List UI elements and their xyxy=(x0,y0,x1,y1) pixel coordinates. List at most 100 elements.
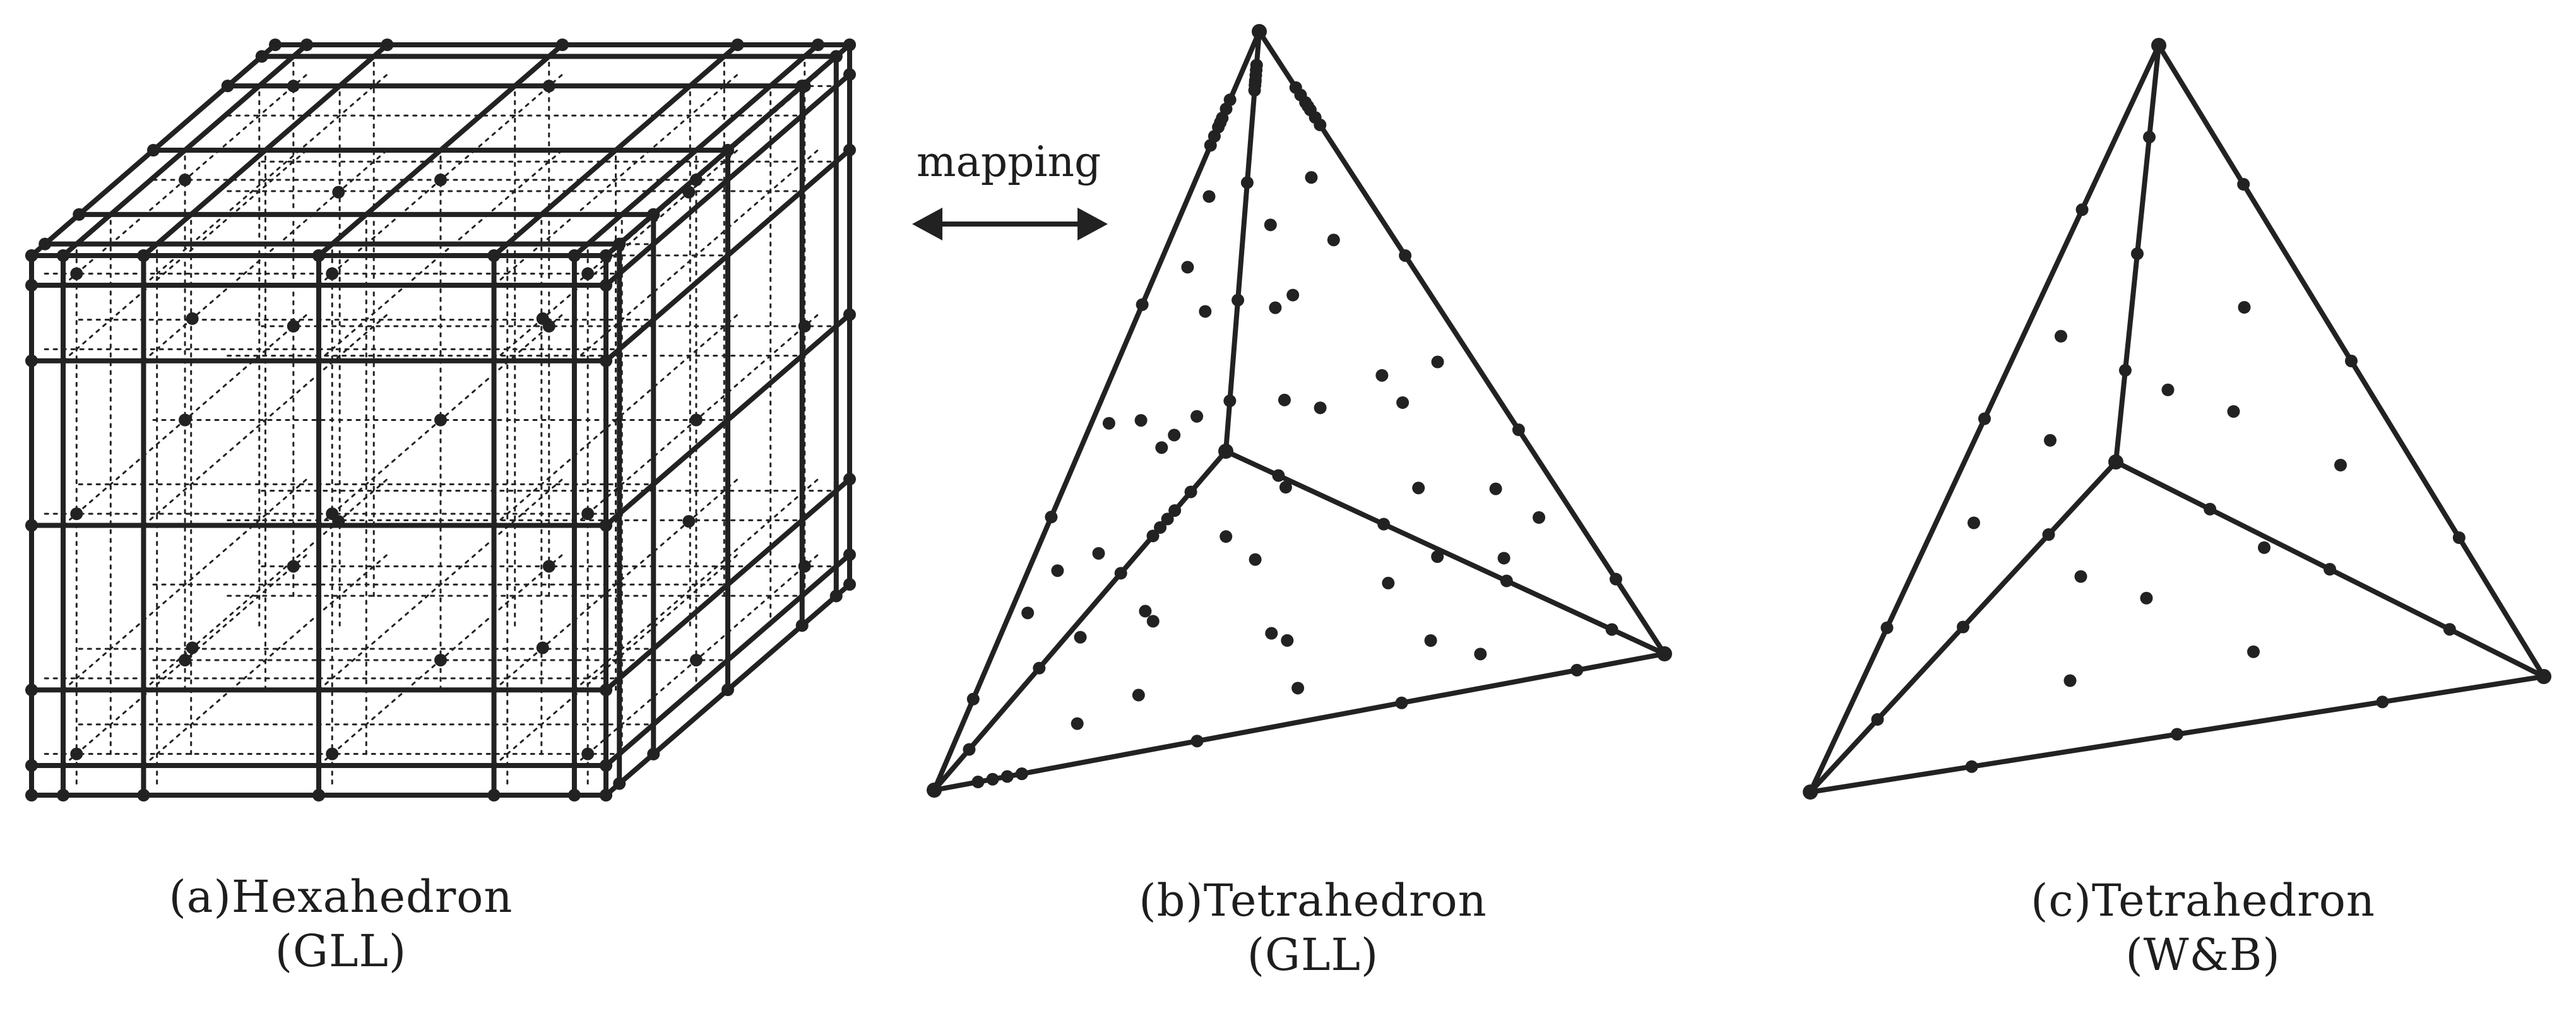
cluster-node xyxy=(986,772,999,786)
tetra-edge xyxy=(1257,29,1667,656)
edge-node xyxy=(1184,485,1197,499)
caption-hexahedron-line2: (GLL) xyxy=(275,925,407,977)
gll-node xyxy=(600,759,612,772)
arrow-head-right xyxy=(1077,208,1108,240)
gll-node xyxy=(600,279,612,292)
face-node xyxy=(1424,634,1437,647)
top-face-edge xyxy=(491,42,740,258)
tetra-edge xyxy=(1223,449,1667,656)
gll-node xyxy=(312,789,325,801)
face-node xyxy=(1202,190,1216,203)
face-node xyxy=(1132,689,1145,702)
gll-node xyxy=(567,789,581,801)
face-node xyxy=(1431,355,1444,369)
edge-node xyxy=(966,692,980,706)
edge-node xyxy=(1045,511,1058,524)
caption-tetrahedron-gll-line2: (GLL) xyxy=(1247,929,1379,981)
face-node xyxy=(1134,414,1148,427)
tetra-edge xyxy=(932,651,1667,793)
gll-node xyxy=(137,249,150,262)
face-node xyxy=(2227,405,2240,418)
gll-node xyxy=(332,186,345,199)
edge-node xyxy=(2452,531,2466,544)
gll-node xyxy=(843,473,856,486)
edge-node xyxy=(2204,502,2217,516)
face-node xyxy=(1474,648,1487,661)
face-node xyxy=(1327,234,1340,247)
gll-node xyxy=(843,548,856,561)
hexahedron-mesh xyxy=(25,38,856,801)
gll-node xyxy=(255,50,268,63)
hidden-grid-line xyxy=(573,149,819,362)
face-node xyxy=(1281,634,1294,647)
face-node xyxy=(1021,606,1035,620)
face-node xyxy=(1155,441,1168,454)
edge-node xyxy=(1232,293,1245,307)
edge-node xyxy=(2131,247,2144,260)
caption-hexahedron: (a)Hexahedron (GLL) xyxy=(151,870,530,978)
edge-node xyxy=(963,743,976,756)
cluster-node xyxy=(1015,767,1028,781)
gll-node xyxy=(689,653,703,666)
gll-node xyxy=(179,653,192,666)
gll-node xyxy=(300,38,314,51)
gll-node xyxy=(682,186,696,199)
face-node xyxy=(1279,481,1292,494)
edge-node xyxy=(1965,760,1978,773)
gll-node xyxy=(312,249,325,262)
edge-node xyxy=(1377,517,1391,531)
caption-tetrahedron-gll-line1: (b)Tetrahedron xyxy=(1139,875,1487,926)
gll-node xyxy=(57,249,70,262)
face-node xyxy=(1431,550,1444,563)
edge-node xyxy=(2443,623,2456,636)
caption-tetrahedron-wb: (c)Tetrahedron (W&B) xyxy=(2014,873,2392,982)
cluster-node xyxy=(1161,512,1174,526)
gll-node xyxy=(287,560,300,573)
gll-node xyxy=(25,279,38,292)
gll-node xyxy=(536,641,549,654)
gll-node xyxy=(179,413,192,427)
edge-node xyxy=(1978,412,1991,425)
face-node xyxy=(1265,627,1278,640)
gll-node xyxy=(798,560,811,573)
edge-node xyxy=(1395,696,1408,709)
tetrahedron-wb-mesh xyxy=(1803,38,2551,800)
gll-node xyxy=(613,237,626,251)
edge-node xyxy=(1136,298,1149,311)
edge-node xyxy=(1609,572,1622,586)
gll-node xyxy=(829,50,843,63)
gll-node xyxy=(434,653,447,666)
vertex-node xyxy=(1657,646,1672,661)
hidden-grid-line xyxy=(493,314,739,526)
gll-node xyxy=(326,267,339,280)
gll-node xyxy=(689,174,703,187)
gll-node xyxy=(843,578,856,591)
cluster-node xyxy=(971,776,985,789)
edge-node xyxy=(2075,203,2089,216)
double-headed-arrow-icon xyxy=(912,208,1108,240)
edge-node xyxy=(1240,176,1254,189)
gll-node xyxy=(381,38,394,51)
gll-node xyxy=(721,683,734,696)
gll-node xyxy=(581,507,595,521)
edge-node xyxy=(1605,623,1618,636)
gll-node xyxy=(147,144,160,157)
gll-node xyxy=(795,619,809,632)
gll-node xyxy=(647,208,660,221)
gll-node xyxy=(843,38,856,51)
vertex-node xyxy=(1252,24,1267,39)
cluster-node xyxy=(1168,504,1182,517)
edge-node xyxy=(1223,394,1237,408)
face-node xyxy=(1286,288,1300,302)
edge-node xyxy=(2118,364,2132,377)
face-node xyxy=(2063,674,2077,687)
gll-node xyxy=(542,80,555,93)
gll-node xyxy=(600,354,612,367)
face-node xyxy=(1396,396,1410,409)
vertex-node xyxy=(2151,38,2166,53)
gll-node xyxy=(434,413,447,427)
gll-node xyxy=(269,38,282,51)
gll-node xyxy=(287,80,300,93)
edge-node xyxy=(1033,661,1046,675)
gll-node xyxy=(179,174,192,187)
